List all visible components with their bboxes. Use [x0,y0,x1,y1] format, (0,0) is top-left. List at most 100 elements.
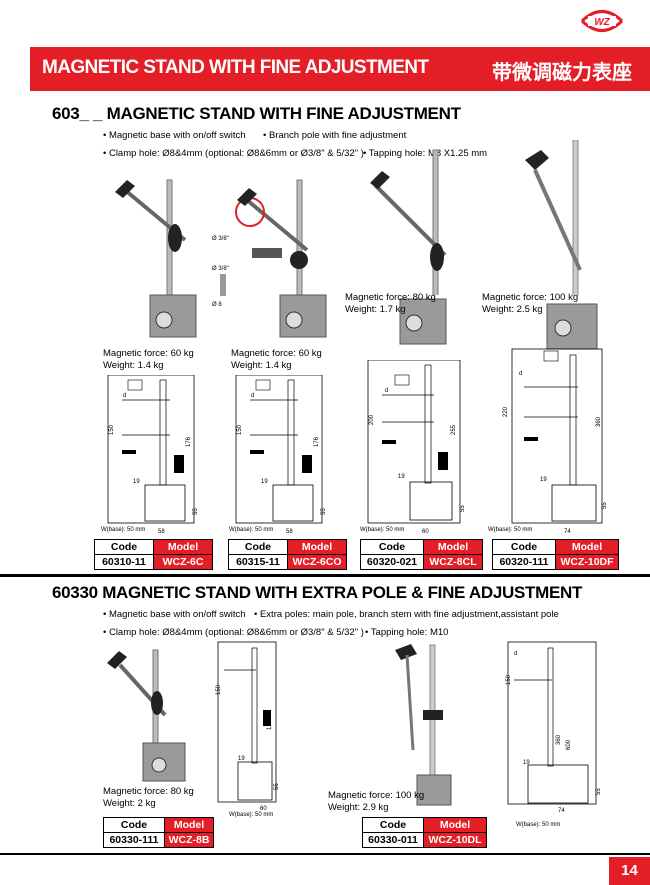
svg-text:600: 600 [566,739,572,750]
technical-drawing: d 200 255 19 60 55 [367,360,466,535]
svg-text:150: 150 [237,424,243,435]
section2-bullet: • Clamp hole: Ø8&4mm (optional: Ø8&6mm o… [103,627,364,638]
footer-divider [0,853,650,855]
svg-text:19: 19 [238,756,245,762]
product-code: 60320-111 [492,554,556,570]
product-model: WCZ-8CL [423,554,483,570]
product-specs: Magnetic force: 80 kg Weight: 1.7 kg [345,292,436,316]
base-width-label: W(base): 50 mm [488,527,533,533]
svg-text:55: 55 [274,783,280,790]
product-photo: Ø 3/8" Ø 3/8" Ø 8 [212,179,327,338]
product-code: 60330-111 [103,832,165,848]
product-model: WCZ-10DL [423,832,487,848]
code-model-table: Code Model 60315-11 WCZ-6CO [228,539,347,570]
technical-drawing: d 150 176 19 58 55 [235,375,327,535]
weight: Weight: 2 kg [103,798,156,809]
page-number: 14 [609,857,650,885]
section2-bullet: • Tapping hole: M10 [365,627,449,638]
code-model-table: Code Model 60320-111 WCZ-10DF [492,539,619,570]
section1-bullet: • Tapping hole: M8 X1.25 mm [363,148,488,159]
svg-text:58: 58 [286,529,293,535]
code-header: Code [492,539,556,555]
svg-text:55: 55 [321,508,327,515]
svg-text:255: 255 [451,424,457,435]
section-divider [0,574,650,577]
model-header: Model [153,539,213,555]
svg-text:55: 55 [460,505,466,512]
product-photo [115,179,197,338]
svg-text:55: 55 [602,502,608,509]
code-header: Code [362,817,424,833]
base-width-label: W(base): 50 mm [516,822,561,828]
svg-text:55: 55 [596,788,602,795]
product-model: WCZ-10DF [555,554,619,570]
code-header: Code [103,817,165,833]
technical-drawing: 150 170 19 60 55 [216,641,280,812]
product-model: WCZ-6C [153,554,213,570]
header-banner: MAGNETIC STAND WITH FINE ADJUSTMENT 带微调磁… [30,47,650,91]
svg-text:d: d [251,393,254,399]
weight: Weight: 1.4 kg [231,360,292,371]
svg-text:Ø 3/8": Ø 3/8" [212,266,229,272]
svg-text:360: 360 [596,416,602,427]
product-code: 60315-11 [228,554,288,570]
weight: Weight: 2.9 kg [328,802,389,813]
brand-logo: WZ [580,10,624,32]
weight: Weight: 1.7 kg [345,304,406,315]
code-model-table: Code Model 60330-011 WCZ-10DL [362,817,487,848]
section1-title: 603_ _ MAGNETIC STAND WITH FINE ADJUSTME… [52,104,461,123]
svg-text:55: 55 [193,508,199,515]
svg-text:19: 19 [398,474,405,480]
product-code: 60330-011 [362,832,424,848]
technical-drawing: d 150 176 19 58 55 [107,375,199,535]
section1-bullet: • Clamp hole: Ø8&4mm (optional: Ø8&6mm o… [103,148,364,159]
svg-text:d: d [123,393,126,399]
product-code: 60320-021 [360,554,424,570]
svg-text:170: 170 [267,719,273,730]
product-specs: Magnetic force: 100 kg Weight: 2.5 kg [482,292,578,316]
svg-text:360: 360 [556,734,562,745]
magnetic-force: Magnetic force: 80 kg [345,292,436,303]
section1-bullet: • Branch pole with fine adjustment [263,130,407,141]
svg-text:74: 74 [564,529,571,535]
section1-bullet: • Magnetic base with on/off switch [103,130,246,141]
code-model-table: Code Model 60310-11 WCZ-6C [94,539,213,570]
svg-text:200: 200 [369,414,375,425]
product-specs: Magnetic force: 60 kg Weight: 1.4 kg [103,348,194,372]
banner-title: MAGNETIC STAND WITH FINE ADJUSTMENT [42,57,429,78]
product-code: 60310-11 [94,554,154,570]
model-header: Model [423,539,483,555]
svg-text:19: 19 [261,479,268,485]
magnetic-base-photo [399,298,447,345]
magnetic-force: Magnetic force: 60 kg [103,348,194,359]
magnetic-force: Magnetic force: 60 kg [231,348,322,359]
base-width-label: W(base): 50 mm [360,527,405,533]
base-width-label: W(base): 50 mm [101,527,146,533]
base-width-label: W(base): 50 mm [229,527,274,533]
code-model-table: Code Model 60330-111 WCZ-8B [103,817,214,848]
product-specs: Magnetic force: 80 kg Weight: 2 kg [103,786,194,810]
svg-text:74: 74 [558,808,565,814]
product-photo [370,149,447,295]
magnetic-force: Magnetic force: 100 kg [482,292,579,303]
product-model: WCZ-8B [164,832,214,848]
magnetic-force: Magnetic force: 100 kg [328,790,425,801]
product-photo [525,140,582,295]
svg-text:19: 19 [523,760,530,766]
code-header: Code [228,539,288,555]
banner-title-cn: 带微调磁力表座 [492,62,632,84]
svg-text:60: 60 [260,806,267,812]
svg-text:176: 176 [186,436,192,447]
svg-text:150: 150 [506,674,512,685]
model-header: Model [164,817,214,833]
technical-drawing: d 220 360 19 74 55 [503,348,608,535]
code-header: Code [360,539,424,555]
svg-text:d: d [519,371,522,377]
model-header: Model [423,817,487,833]
svg-text:19: 19 [133,479,140,485]
svg-text:d: d [385,388,388,394]
product-photo [395,644,452,806]
svg-text:19: 19 [540,477,547,483]
model-header: Model [287,539,347,555]
weight: Weight: 2.5 kg [482,304,543,315]
